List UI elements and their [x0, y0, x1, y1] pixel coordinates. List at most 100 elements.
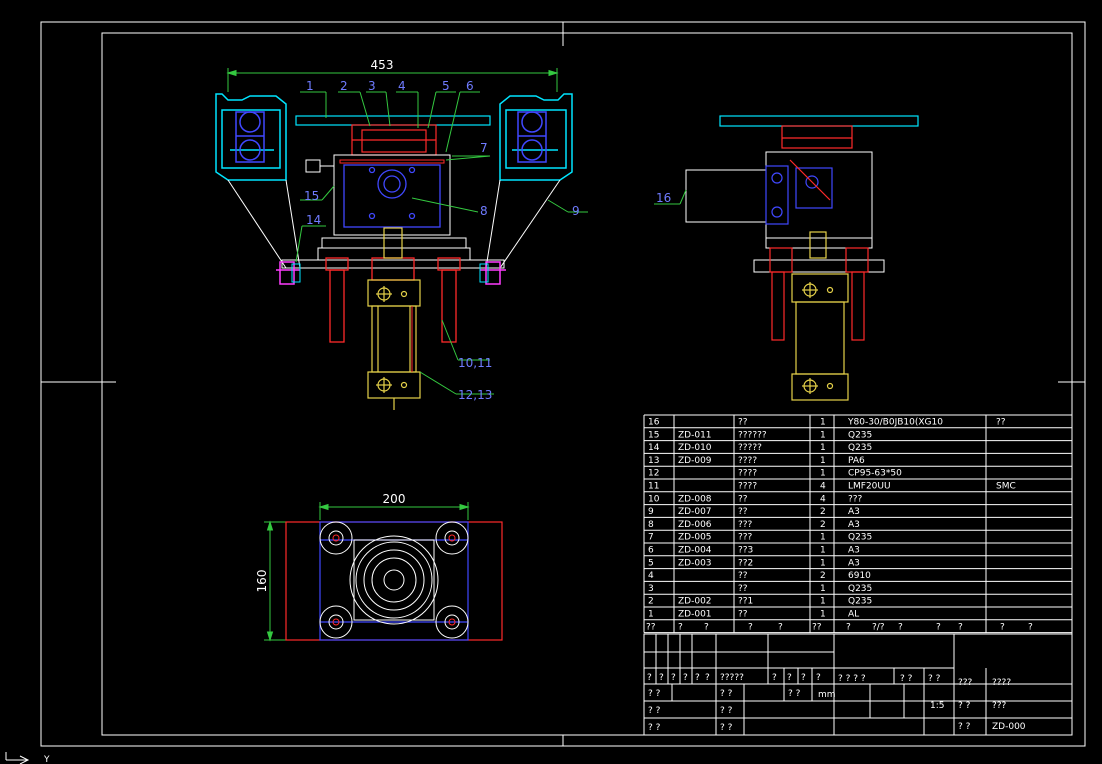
bom-cell-qty: 1 — [820, 430, 826, 440]
bom-header-cell: ?? — [646, 622, 656, 632]
bom-header-cell: ? — [846, 622, 851, 632]
bom-cell-qty: 1 — [820, 546, 826, 556]
tb-code: ZD-000 — [992, 722, 1026, 732]
tb-r1-4: ? — [695, 673, 700, 683]
bom-header-cell: ? — [1000, 622, 1005, 632]
bom-cell-qty: 2 — [820, 571, 826, 581]
bom-cell-code: ZD-010 — [678, 443, 712, 453]
bom-cell-name: ?? — [738, 494, 748, 504]
balloon-14: 14 — [306, 213, 321, 227]
bom-cell-no: 10 — [648, 494, 660, 504]
bom-cell-material: ??? — [848, 494, 863, 504]
balloon-2: 2 — [340, 79, 348, 93]
bom-cell-no: 3 — [648, 584, 654, 594]
tb-r3-1: ? ? — [720, 706, 733, 716]
tb-r1-7: ? — [772, 673, 777, 683]
bom-cell-qty: 1 — [820, 418, 826, 428]
bom-header-cell: ?/? — [872, 622, 885, 632]
bom-cell-code: ZD-006 — [678, 520, 712, 530]
bom-cell-no: 1 — [648, 610, 654, 620]
balloon-5: 5 — [442, 79, 450, 93]
bom-cell-name: ???? — [738, 469, 757, 479]
bom-cell-qty: 4 — [820, 494, 826, 504]
bom-cell-material: Q235 — [848, 597, 872, 607]
balloon-15: 15 — [304, 189, 319, 203]
bom-cell-no: 2 — [648, 597, 654, 607]
bom-cell-no: 14 — [648, 443, 660, 453]
balloon-12-13: 12,13 — [458, 388, 492, 402]
tb-r4-0: ? ? — [648, 723, 661, 733]
tb-r1-0: ? — [647, 673, 652, 683]
tb-r3-0: ? ? — [648, 706, 661, 716]
balloon-3: 3 — [368, 79, 376, 93]
bom-header-cell: ? — [936, 622, 941, 632]
bom-cell-no: 15 — [648, 430, 659, 440]
bom-cell-no: 11 — [648, 482, 659, 492]
balloon-9: 9 — [572, 204, 580, 218]
tb-r1-2: ? — [671, 673, 676, 683]
tb-r2-0: ? ? — [648, 689, 661, 699]
bom-cell-no: 6 — [648, 546, 654, 556]
bom-cell-note: SMC — [996, 482, 1016, 492]
bom-cell-material: Y80-30/B0JB10(XG10 — [847, 418, 943, 428]
bom-cell-material: A3 — [848, 520, 860, 530]
tb-scale: 1:5 — [930, 701, 944, 711]
tb-r1-1: ? — [659, 673, 664, 683]
bom-cell-code: ZD-007 — [678, 507, 712, 517]
bom-cell-no: 13 — [648, 456, 659, 466]
bom-cell-material: Q235 — [848, 443, 872, 453]
bom-cell-qty: 1 — [820, 443, 826, 453]
bom-cell-name: ??? — [738, 520, 753, 530]
corner-marks — [1068, 21, 1086, 747]
bom-cell-name: ??1 — [738, 597, 753, 607]
bom-cell-name: ?? — [738, 507, 748, 517]
bom-cell-material: 6910 — [848, 571, 871, 581]
bom-cell-name: ????? — [738, 443, 762, 453]
top-view[interactable]: 200 160 — [255, 492, 503, 642]
bom-cell-code: ZD-001 — [678, 610, 712, 620]
bom-cell-code: ZD-011 — [678, 430, 712, 440]
bom-cell-no: 12 — [648, 469, 659, 479]
front-view[interactable]: 453 — [215, 58, 588, 410]
bom-cell-name: ???? — [738, 482, 757, 492]
balloon-1: 1 — [306, 79, 314, 93]
tb-r2-3: mm — [818, 690, 836, 700]
bom-cell-material: Q235 — [848, 584, 872, 594]
bom-cell-no: 8 — [648, 520, 654, 530]
bom-cell-qty: 4 — [820, 482, 826, 492]
bom-cell-qty: 1 — [820, 456, 826, 466]
bom-cell-code: ZD-004 — [678, 546, 712, 556]
bom-cell-qty: 2 — [820, 507, 826, 517]
balloon-6: 6 — [466, 79, 474, 93]
bom-cell-no: 16 — [648, 418, 660, 428]
title-block[interactable]: ? ? ? ? ? ? ????? ? ? ? ? ? ? ? ? ? ? ? … — [643, 633, 1073, 736]
bom-header-cell: ? — [898, 622, 903, 632]
tb-r1-3: ? — [683, 673, 688, 683]
bom-cell-qty: 1 — [820, 610, 826, 620]
bom-header-cell: ? — [704, 622, 709, 632]
side-view[interactable]: 16 — [654, 115, 919, 401]
bom-cell-material: CP95-63*50 — [848, 469, 902, 479]
tb-r4-1: ? ? — [720, 723, 733, 733]
bom-header-cell: ? — [678, 622, 683, 632]
top-height-dimension: 160 — [255, 570, 269, 593]
tb-r2-1: ? ? — [720, 689, 733, 699]
bom-cell-no: 7 — [648, 533, 654, 543]
bom-cell-no: 4 — [648, 571, 654, 581]
tb-weight: ? ? — [900, 674, 913, 684]
bom-cell-qty: 1 — [820, 533, 826, 543]
bom-cell-code: ZD-008 — [678, 494, 712, 504]
bom-cell-qty: 1 — [820, 558, 826, 568]
front-width-dimension: 453 — [371, 58, 394, 72]
bom-cell-no: 5 — [648, 558, 654, 568]
tb-r1-10: ? — [816, 673, 821, 683]
balloon-16: 16 — [656, 191, 671, 205]
tb-sheets: ? ? — [958, 701, 971, 711]
bom-cell-material: A3 — [848, 507, 860, 517]
bom-cell-code: ZD-005 — [678, 533, 712, 543]
bom-cell-name: ?? — [738, 418, 748, 428]
bom-cell-material: Q235 — [848, 430, 872, 440]
bom-cell-material: LMF20UU — [848, 482, 891, 492]
